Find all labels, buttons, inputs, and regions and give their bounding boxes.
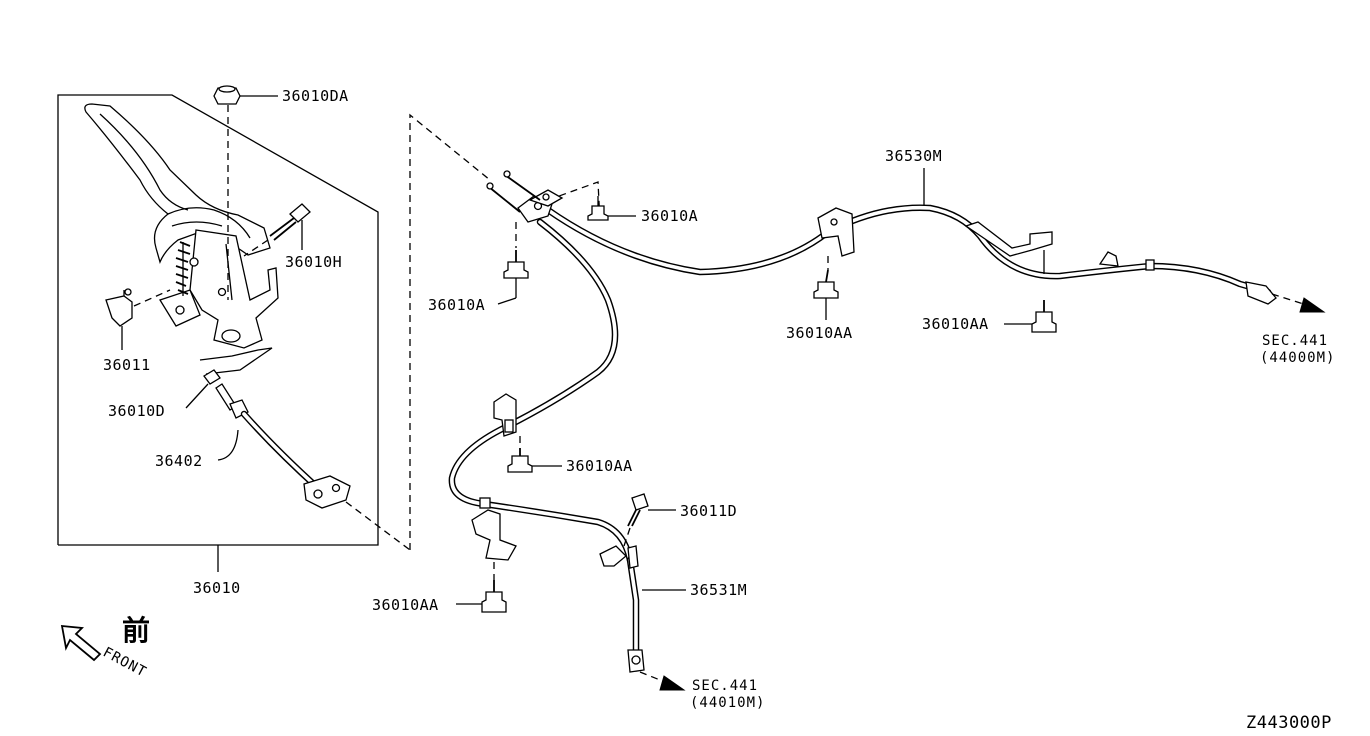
- label-36010D: 36010D: [108, 402, 165, 420]
- label-36010AA-right: 36010AA: [922, 315, 989, 333]
- arrow-to-sec441-44000M: [1271, 293, 1326, 313]
- label-36010A-left: 36010A: [428, 296, 485, 314]
- rear-cable-36531M[interactable]: [448, 218, 645, 673]
- bolt-36010AA-mid[interactable]: [813, 256, 839, 320]
- label-36010H: 36010H: [285, 253, 342, 271]
- arrow-to-sec441-44010M: [639, 671, 686, 691]
- label-sec441-right-sub: (44000M): [1260, 350, 1335, 366]
- label-36010A-top: 36010A: [641, 207, 698, 225]
- label-sec441-bottom-sub: (44010M): [690, 695, 765, 711]
- bolt-36010A-top[interactable]: [587, 196, 636, 221]
- front-cable-36402[interactable]: [215, 383, 411, 551]
- label-36010: 36010: [193, 579, 241, 597]
- parking-brake-lever[interactable]: [84, 103, 279, 349]
- bolt-36010AA-bottom[interactable]: [456, 562, 507, 613]
- clip-36010D[interactable]: [185, 369, 221, 409]
- bolt-36010AA-center[interactable]: [507, 436, 562, 473]
- drawing-code: Z443000P: [1246, 713, 1332, 733]
- cut-line: [199, 347, 273, 375]
- bolt-36010AA-right[interactable]: [1004, 300, 1057, 333]
- lever-spring: [175, 241, 191, 296]
- label-36402: 36402: [155, 452, 203, 470]
- clip-36011[interactable]: [105, 288, 171, 350]
- label-36011: 36011: [103, 356, 151, 374]
- label-36531M: 36531M: [690, 581, 747, 599]
- connection-dashed-frame: [409, 113, 601, 550]
- label-36010DA: 36010DA: [282, 87, 349, 105]
- front-text: FRONT: [100, 644, 149, 680]
- label-sec441-bottom: SEC.441: [692, 678, 758, 694]
- label-36010AA-mid: 36010AA: [786, 324, 853, 342]
- bolt-36010H[interactable]: [243, 203, 311, 257]
- label-36010AA-bottom: 36010AA: [372, 596, 439, 614]
- label-36010AA-center: 36010AA: [566, 457, 633, 475]
- bolt-36010A-left[interactable]: [497, 222, 529, 305]
- clip-36011D[interactable]: [623, 493, 676, 547]
- nut-36010DA[interactable]: [213, 85, 278, 300]
- front-direction-indicator: 前 FRONT: [60, 614, 150, 681]
- lever-assembly-frame: [57, 94, 379, 572]
- rear-cable-36530M[interactable]: [486, 168, 1277, 305]
- label-36530M: 36530M: [885, 147, 942, 165]
- label-36011D: 36011D: [680, 502, 737, 520]
- label-sec441-right: SEC.441: [1262, 333, 1328, 349]
- front-kanji: 前: [122, 614, 150, 647]
